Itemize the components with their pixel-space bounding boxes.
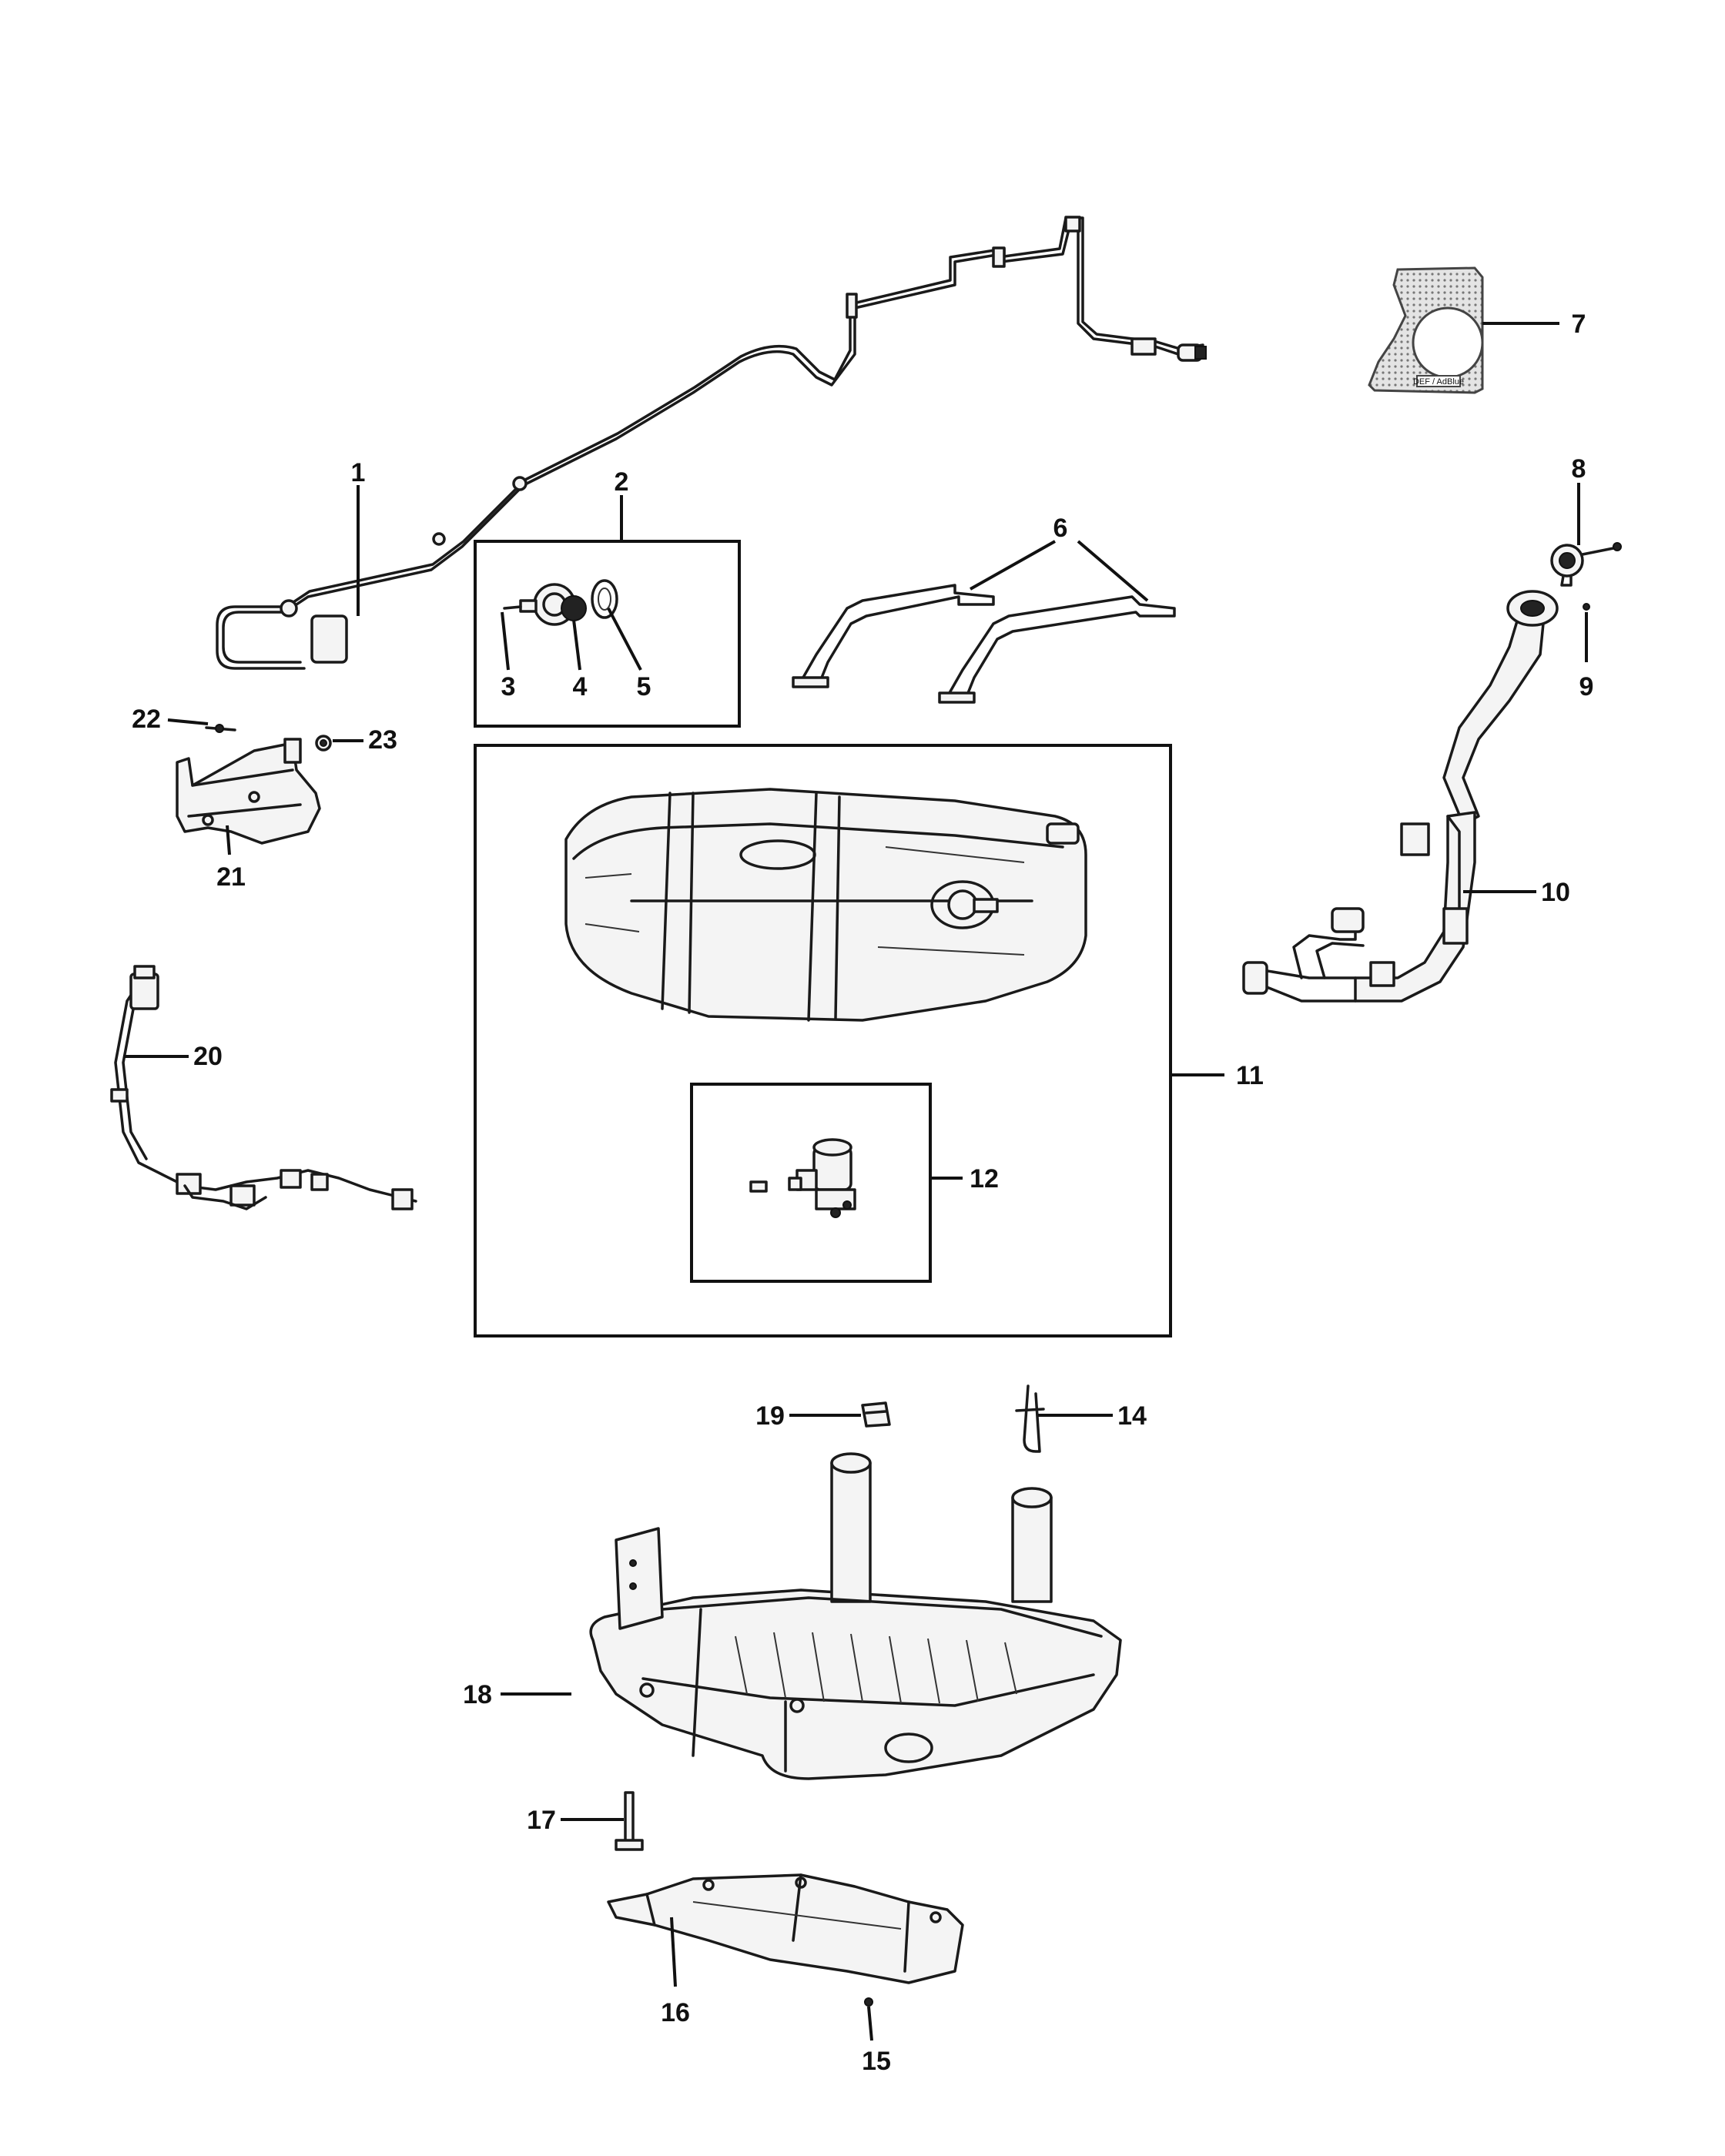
part-tank-strap-right[interactable] (938, 595, 1176, 704)
callout-1: 1 (351, 458, 366, 487)
part-pump-retainer[interactable] (503, 583, 587, 626)
part-filler-tube[interactable] (1242, 590, 1559, 1003)
part-screw-9[interactable] (1583, 603, 1590, 611)
leader-5 (607, 608, 642, 671)
callout-3: 3 (501, 672, 516, 701)
part-wiring-harness[interactable] (110, 965, 417, 1210)
callout-23: 23 (368, 725, 397, 755)
part-tank-strap-left[interactable] (792, 584, 995, 688)
callout-19: 19 (755, 1401, 785, 1431)
part-bracket-21[interactable] (176, 738, 321, 845)
leader-3 (501, 611, 510, 671)
callout-10: 10 (1541, 878, 1570, 907)
callout-12: 12 (970, 1164, 999, 1194)
part-fuel-tank[interactable] (564, 788, 1087, 1022)
part-fuel-pump[interactable] (749, 1138, 856, 1218)
leader-22 (167, 718, 209, 725)
callout-2: 2 (615, 467, 629, 497)
part-filler-cap[interactable] (1550, 542, 1622, 587)
part-skid-plate[interactable] (589, 1452, 1122, 1780)
leader-6a (970, 540, 1056, 591)
callout-11: 11 (1236, 1061, 1264, 1090)
part-seal[interactable] (591, 579, 618, 619)
callout-20: 20 (193, 1042, 223, 1071)
callout-16: 16 (661, 1998, 690, 2027)
callout-14: 14 (1117, 1401, 1147, 1431)
part-screw-15[interactable] (864, 1997, 873, 2007)
callout-22: 22 (132, 705, 161, 734)
callout-15: 15 (862, 2047, 891, 2076)
callout-7: 7 (1572, 310, 1586, 339)
part-bolt-17[interactable] (615, 1791, 644, 1851)
callout-21: 21 (216, 862, 246, 892)
part-pin-22[interactable] (205, 724, 236, 733)
leader-4 (572, 619, 581, 671)
part-fuel-line[interactable] (216, 216, 1207, 670)
callout-8: 8 (1572, 454, 1586, 484)
part-clip-14[interactable] (1015, 1384, 1045, 1453)
kit-box-2 (474, 540, 741, 728)
callout-9: 9 (1579, 672, 1594, 701)
callout-4: 4 (573, 672, 588, 701)
shield-label: DEF / AdBlue (1413, 377, 1464, 387)
leader-16 (670, 1917, 677, 1987)
part-clip-19[interactable] (861, 1401, 891, 1428)
callout-17: 17 (527, 1806, 556, 1835)
callout-6: 6 (1053, 514, 1068, 543)
leader-6b (1077, 540, 1149, 602)
callout-18: 18 (463, 1680, 492, 1709)
part-bracket-16[interactable] (607, 1873, 964, 1984)
callout-5: 5 (637, 672, 651, 701)
leader-21 (226, 825, 231, 855)
tank-box-11 (474, 744, 1172, 1337)
part-nut-23[interactable] (315, 735, 332, 752)
part-heat-shield[interactable]: DEF / AdBlue (1368, 266, 1484, 394)
leader-15 (867, 2006, 873, 2041)
pump-box-12 (690, 1083, 932, 1283)
